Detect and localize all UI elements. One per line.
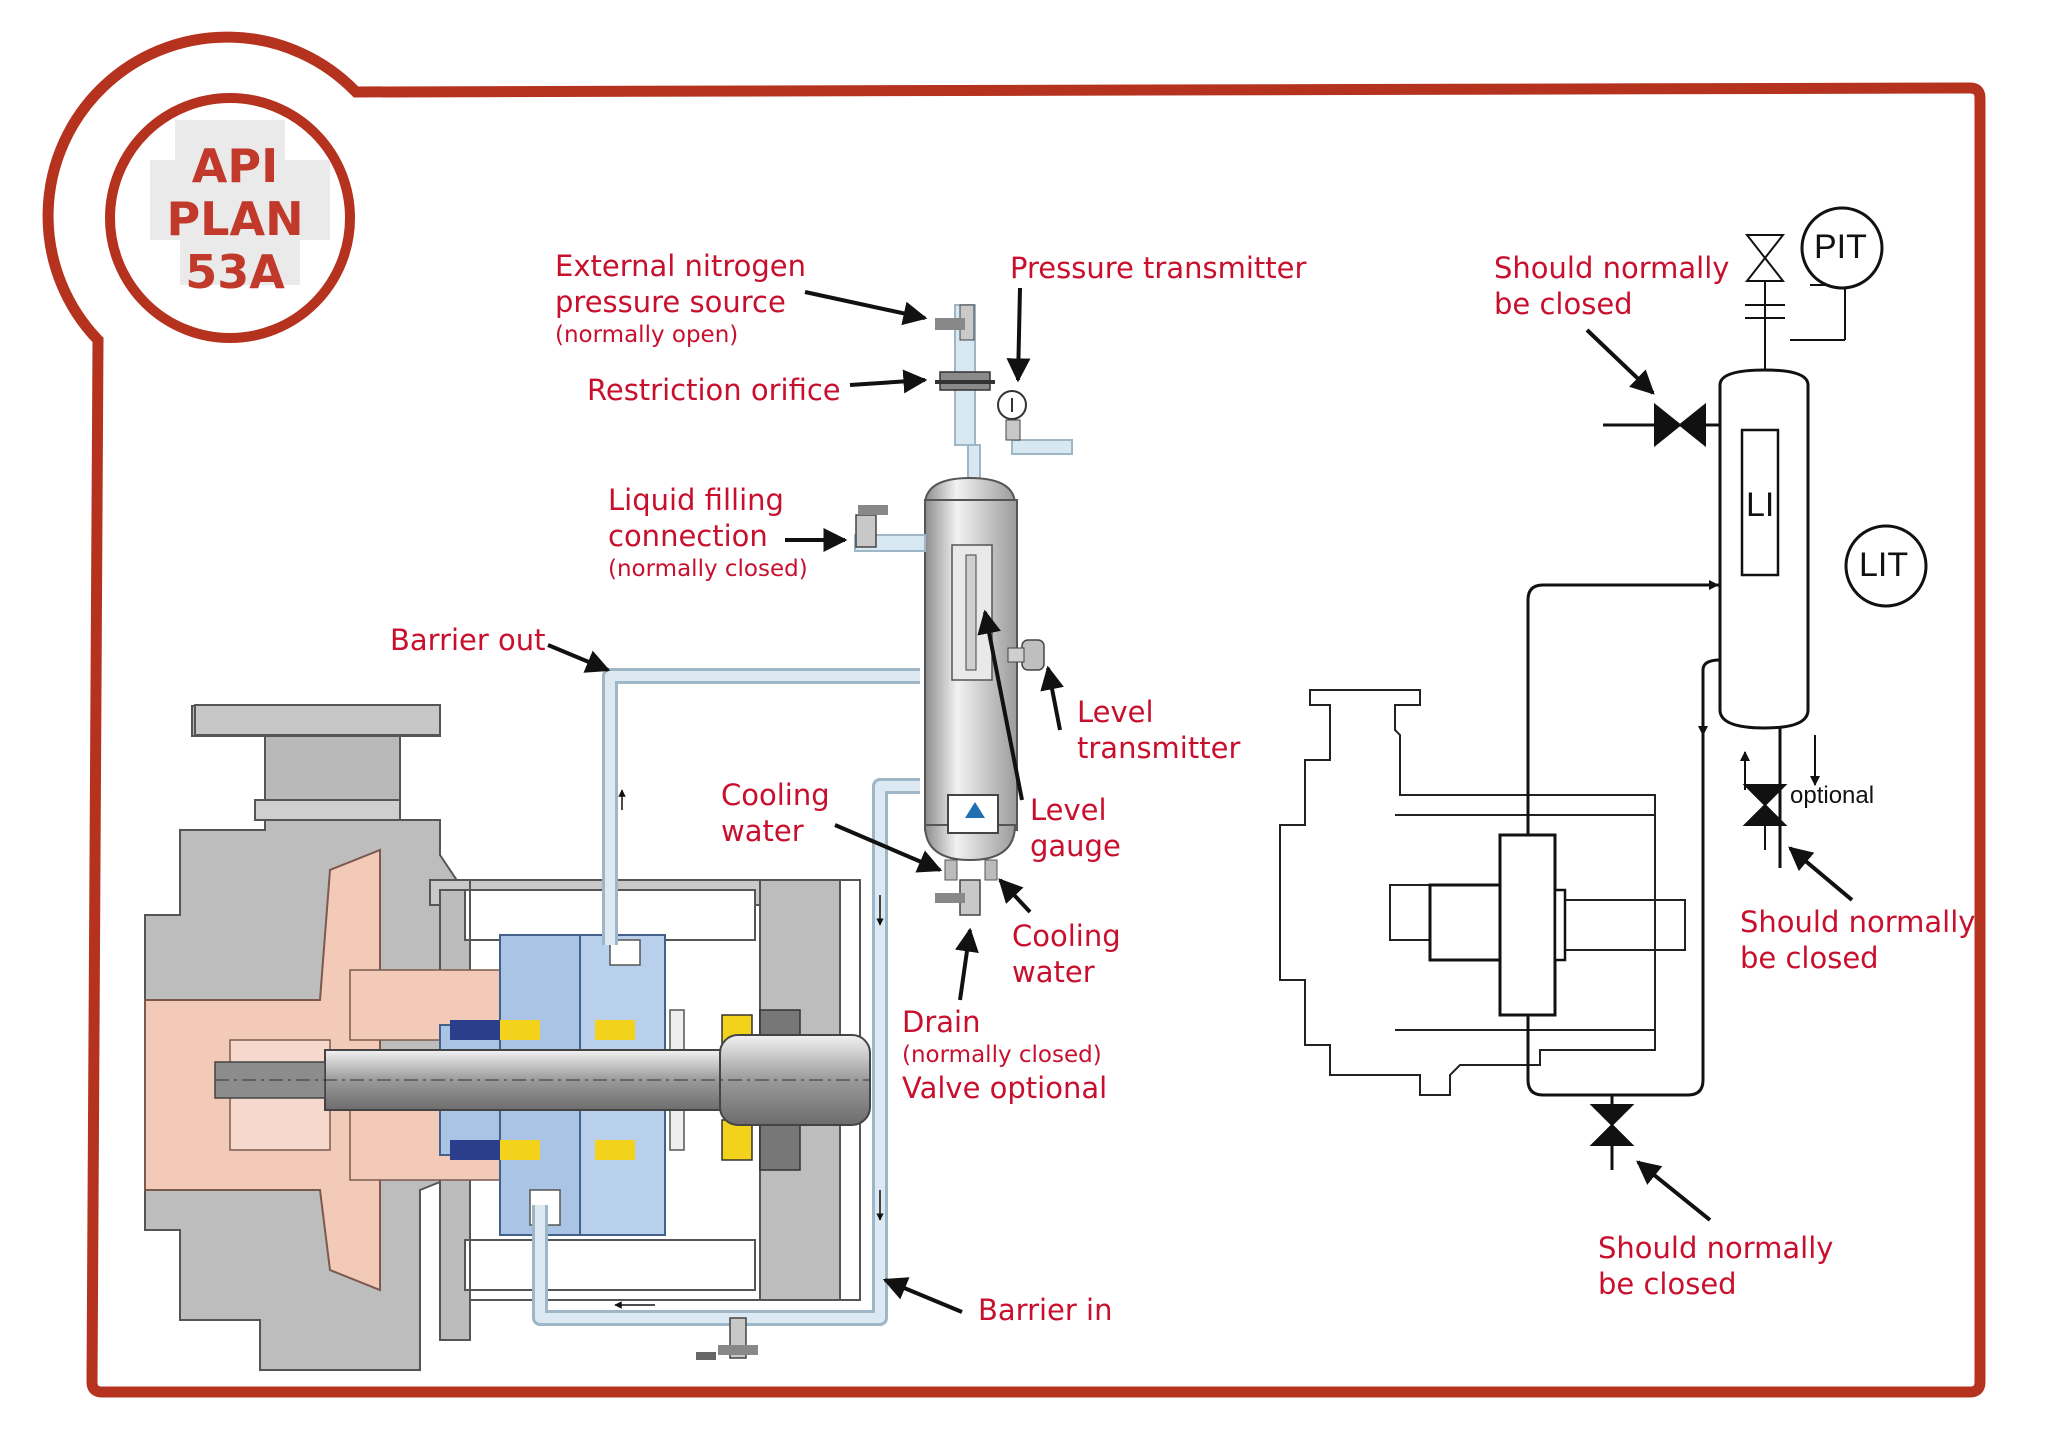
- schematic-seal-chamber: [1428, 833, 1567, 1017]
- badge-line-2: PLAN: [166, 192, 304, 246]
- label-text: Should normally: [1740, 905, 1976, 939]
- barrier-reservoir-vessel: [923, 439, 1073, 916]
- label-text: Level: [1077, 695, 1154, 729]
- label-text: Pressure transmitter: [1010, 251, 1307, 285]
- schematic-flow-arrows: [1680, 580, 1820, 790]
- label-text: water: [1012, 955, 1095, 989]
- schematic-instrument-bubbles: [1800, 206, 1928, 608]
- label-text: be closed: [1740, 941, 1879, 975]
- api-plan-badge: API PLAN 53A: [145, 140, 325, 299]
- label-barrier-out: Barrier out: [390, 622, 546, 658]
- label-drain: Drain (normally closed) Valve optional: [902, 1004, 1107, 1106]
- label-text: be closed: [1598, 1267, 1737, 1301]
- drain-valve-bottom: [696, 1317, 758, 1360]
- label-subtext: (normally closed): [902, 1042, 1102, 1068]
- label-cooling-water-b: Cooling water: [1012, 918, 1121, 990]
- pump-shaft: [214, 1034, 871, 1126]
- label-text: Drain: [902, 1005, 981, 1039]
- label-should-closed-right: Should normally be closed: [1740, 904, 1975, 976]
- label-restriction-orifice: Restriction orifice: [587, 372, 841, 408]
- label-pressure-transmitter: Pressure transmitter: [1010, 250, 1306, 286]
- label-text: Liquid filling: [608, 483, 784, 517]
- label-text: Level: [1030, 793, 1107, 827]
- label-should-closed-bottom: Should normally be closed: [1598, 1230, 1833, 1302]
- label-text: gauge: [1030, 829, 1121, 863]
- label-subtext: (normally closed): [608, 556, 808, 582]
- label-text: Cooling: [721, 778, 830, 812]
- lit-label: LIT: [1859, 546, 1909, 584]
- label-text: Cooling: [1012, 919, 1121, 953]
- callout-arrows-right: [1585, 328, 1854, 1222]
- label-text: Should normally: [1494, 251, 1730, 285]
- badge-line-3: 53A: [185, 245, 285, 299]
- flow-arrows: [614, 789, 884, 1309]
- label-text: External nitrogen: [555, 249, 807, 283]
- label-text: Barrier in: [978, 1293, 1113, 1327]
- label-level-transmitter: Level transmitter: [1077, 694, 1240, 766]
- label-text: connection: [608, 519, 768, 553]
- label-text: be closed: [1494, 287, 1633, 321]
- frame-border: [42, 31, 1986, 1398]
- label-barrier-in: Barrier in: [978, 1292, 1112, 1328]
- vessel-top-fittings: [854, 304, 1027, 552]
- label-level-gauge: Level gauge: [1030, 792, 1121, 864]
- label-text: water: [721, 814, 804, 848]
- label-text: transmitter: [1077, 731, 1241, 765]
- callout-arrows-left: [547, 287, 1064, 1314]
- label-should-closed-top: Should normally be closed: [1494, 250, 1729, 322]
- label-text: Barrier out: [390, 623, 546, 657]
- label-liquid-filling: Liquid filling connection (normally clos…: [608, 482, 808, 584]
- label-text: Should normally: [1598, 1231, 1834, 1265]
- label-text: Valve optional: [902, 1071, 1108, 1105]
- suction-flange: [194, 704, 441, 736]
- optional-label: optional: [1790, 782, 1875, 809]
- label-subtext: (normally open): [555, 322, 739, 348]
- badge-pump-watermark: [150, 120, 330, 285]
- schematic-vessel: [1718, 368, 1810, 730]
- label-external-nitrogen: External nitrogen pressure source (norma…: [555, 248, 806, 350]
- pit-label: PIT: [1814, 228, 1867, 266]
- schematic-valves: [1589, 234, 1846, 1170]
- barrier-piping-core: [535, 671, 920, 1323]
- li-label: LI: [1746, 486, 1775, 524]
- label-text: pressure source: [555, 285, 786, 319]
- label-text: Restriction orifice: [587, 373, 841, 407]
- badge-line-1: API: [191, 139, 279, 193]
- label-cooling-water-a: Cooling water: [721, 777, 830, 849]
